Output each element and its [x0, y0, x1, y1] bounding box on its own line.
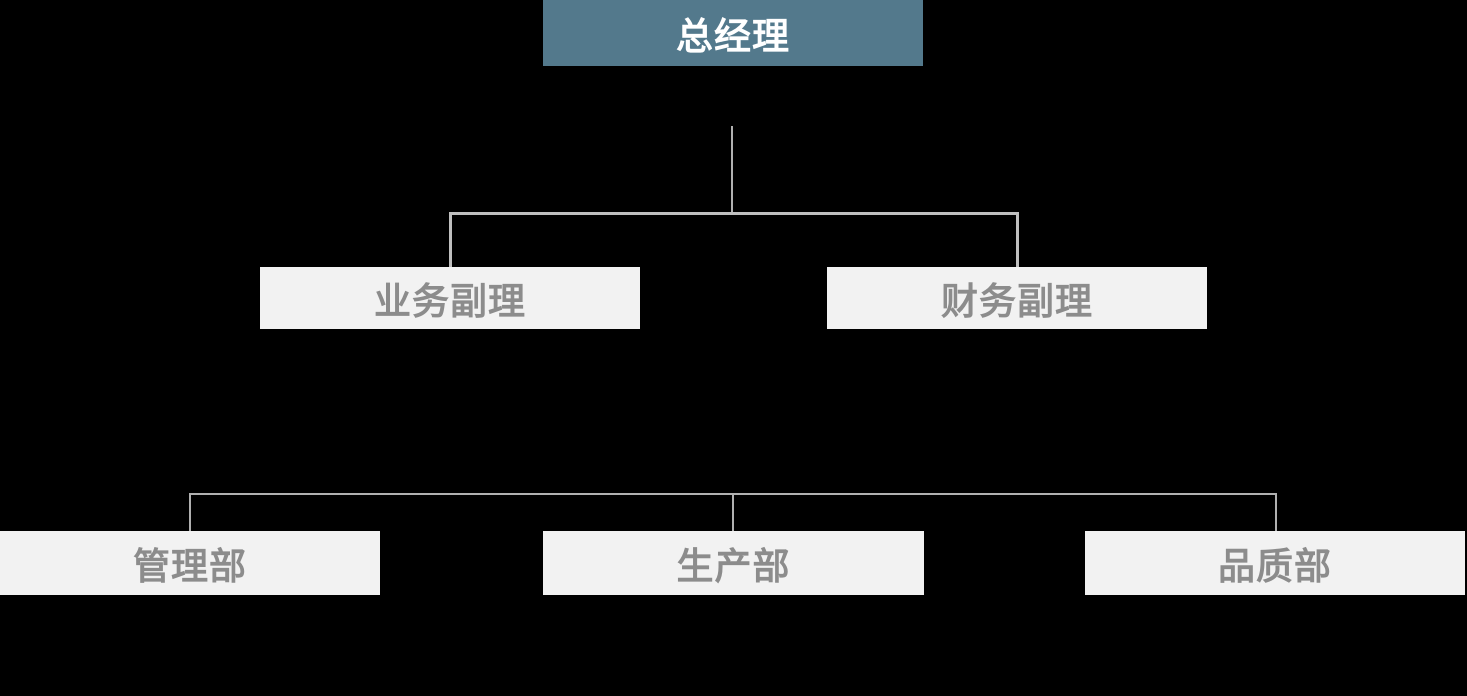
- connector-level2-right-drop-line: [1016, 212, 1019, 268]
- connector-root-vertical-line: [731, 126, 733, 214]
- connector-level2-horizontal-line: [449, 212, 1019, 215]
- connector-level3-left-drop-line: [189, 493, 191, 532]
- org-node-quality-department-label: 品质部: [1218, 546, 1332, 587]
- connector-level3-right-drop-line: [1275, 493, 1277, 532]
- org-node-production-department-label: 生产部: [676, 546, 791, 587]
- org-node-management-department-label: 管理部: [133, 546, 247, 587]
- org-node-quality-department: 品质部: [1085, 531, 1465, 595]
- org-node-business-deputy-manager: 业务副理: [260, 267, 640, 329]
- org-node-general-manager-label: 总经理: [676, 16, 790, 57]
- org-node-finance-deputy-manager: 财务副理: [827, 267, 1207, 329]
- org-node-general-manager: 总经理: [543, 0, 923, 66]
- connector-level2-left-drop-line: [449, 212, 452, 268]
- org-node-production-department: 生产部: [543, 531, 924, 595]
- connector-level3-middle-drop-line: [732, 493, 734, 532]
- org-node-finance-deputy-manager-label: 财务副理: [941, 281, 1093, 322]
- org-node-management-department: 管理部: [0, 531, 380, 595]
- org-node-business-deputy-manager-label: 业务副理: [374, 281, 526, 322]
